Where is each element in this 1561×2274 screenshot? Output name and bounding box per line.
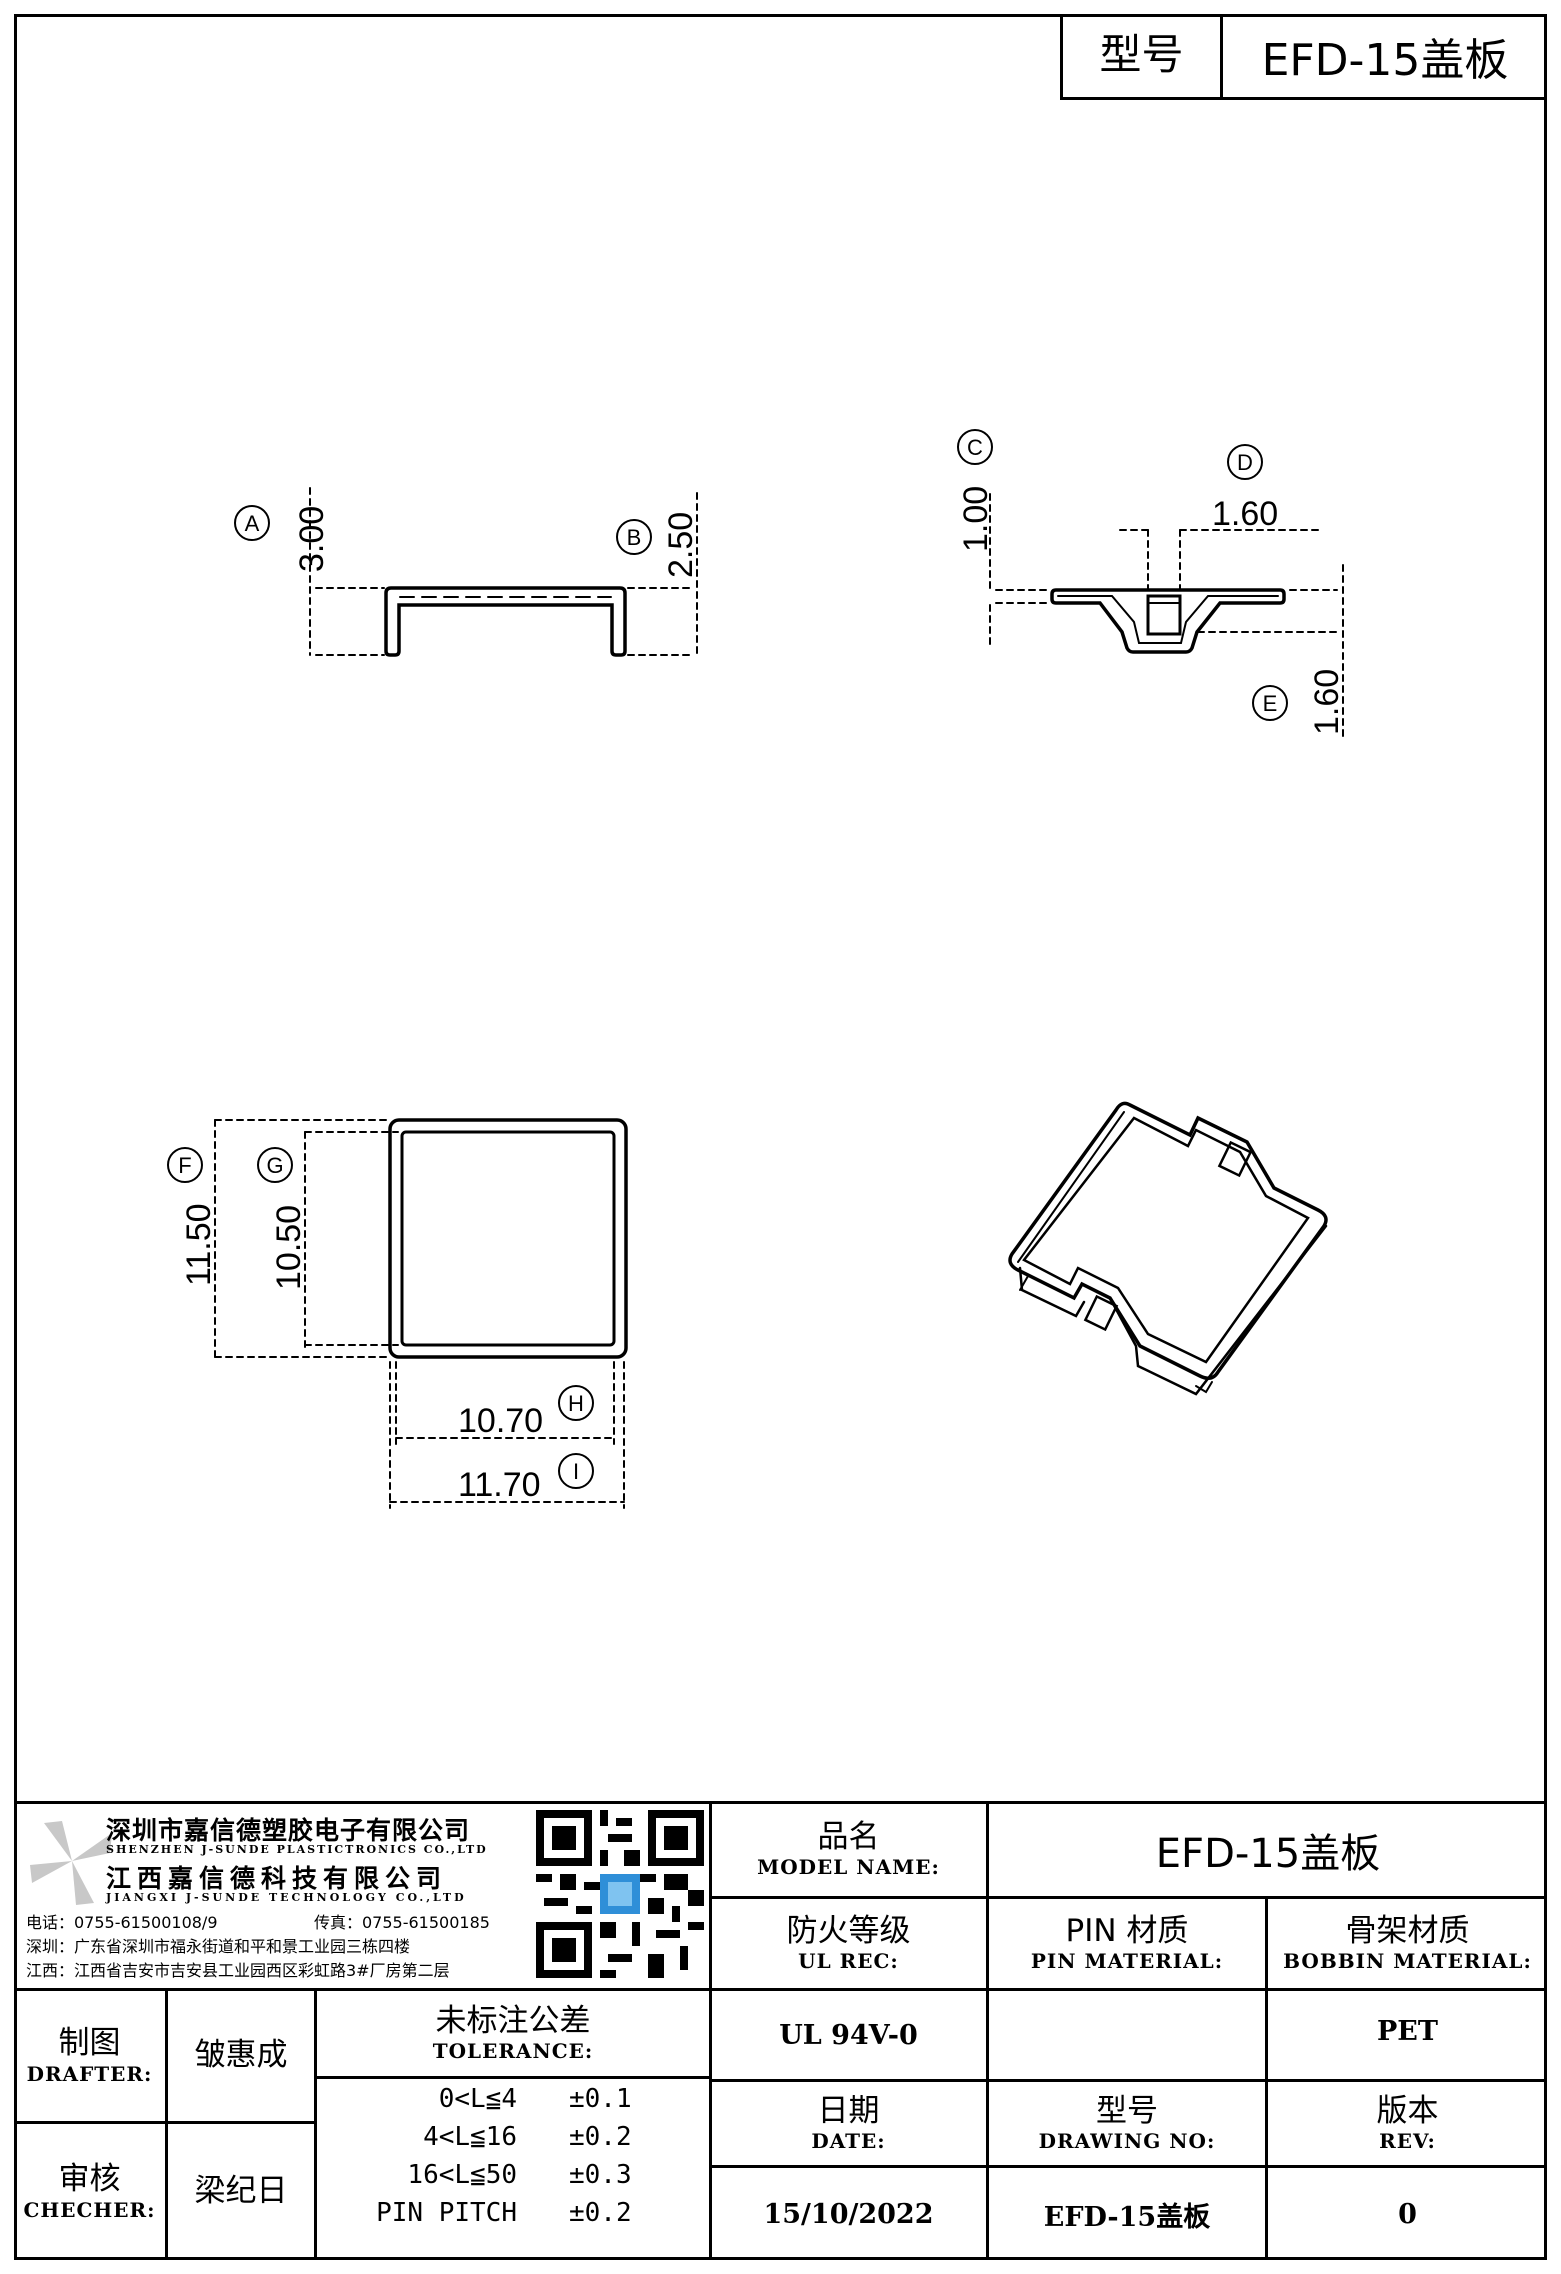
tolerance-row-value: ±0.2 [569, 2198, 632, 2228]
callout-g: G [266, 1153, 283, 1178]
dim-b-value: 2.50 [662, 512, 700, 578]
dim-c-value: 1.00 [957, 486, 995, 552]
tolerance-row-value: ±0.1 [569, 2084, 632, 2114]
bottom-title-block: 深圳市嘉信德塑胶电子有限公司 SHENZHEN J-SUNDE PLASTICT… [14, 1801, 1547, 2260]
technical-drawing: 3.00 2.50 1.00 1.60 1.60 11.50 10.50 10.… [167, 429, 1346, 1509]
top-view [214, 1118, 628, 1509]
callout-c: C [967, 435, 983, 460]
qr-code-icon [536, 1810, 704, 1978]
tolerance-row: 0<L≦4 [438, 2084, 517, 2114]
company-name-cn-1: 深圳市嘉信德塑胶电子有限公司 [106, 1816, 471, 1845]
drafter-label: 制图 DRAFTER: [26, 2025, 153, 2086]
drawing-no-value: EFD-15盖板 [1043, 2201, 1211, 2233]
checker-value: 梁纪日 [194, 2173, 288, 2210]
title-model-label: 型号 [1063, 14, 1223, 97]
side-view-front [309, 487, 698, 657]
tolerance-row: 4<L≦16 [423, 2122, 517, 2152]
callout-h: H [568, 1391, 584, 1416]
bobbin-material-label: 骨架材质 BOBBIN MATERIAL: [1283, 1912, 1532, 1974]
tolerance-row: PIN PITCH [376, 2198, 517, 2228]
callout-i: I [573, 1459, 579, 1484]
ul-rec-value: UL 94V-0 [779, 2019, 918, 2051]
callout-d: D [1237, 450, 1253, 475]
company-phone: 电话：0755-61500108/9 [26, 1913, 218, 1932]
callout-f: F [178, 1153, 191, 1178]
dim-f-value: 11.50 [180, 1203, 218, 1286]
tolerance-row: 16<L≦50 [407, 2160, 517, 2190]
callout-e: E [1263, 691, 1278, 716]
model-name-label: 品名 MODEL NAME: [757, 1818, 940, 1880]
title-model-value: EFD-15盖板 [1261, 34, 1509, 86]
isometric-view [1008, 1101, 1328, 1396]
drafter-value: 皱惠成 [194, 2037, 288, 2074]
dim-g-value: 10.50 [270, 1205, 308, 1290]
date-value: 15/10/2022 [763, 2198, 934, 2230]
bobbin-material-value: PET [1377, 2015, 1438, 2047]
tolerance-label: 未标注公差 TOLERANCE: [432, 2002, 594, 2064]
pin-material-label: PIN 材质 PIN MATERIAL: [1030, 1912, 1224, 1974]
pin-material-value [989, 1991, 1265, 2079]
model-name-value: EFD-15盖板 [1155, 1830, 1381, 1877]
title-block: 型号 EFD-15盖板 [1060, 14, 1547, 100]
company-logo-icon [30, 1821, 112, 1905]
checker-label: 审核 CHECHER: [23, 2161, 156, 2222]
tolerance-row-value: ±0.3 [569, 2160, 632, 2190]
dim-a-value: 3.00 [293, 506, 331, 572]
callout-b: B [627, 525, 642, 550]
company-address-jiangxi: 江西：江西省吉安市吉安县工业园西区彩虹路3#厂房第二层 [26, 1961, 450, 1980]
company-name-en-2: JIANGXI J-SUNDE TECHNOLOGY CO.,LTD [106, 1891, 467, 1904]
date-label: 日期 DATE: [811, 2092, 886, 2154]
dim-d-value: 1.60 [1212, 495, 1278, 533]
dim-h-value: 10.70 [458, 1402, 543, 1440]
drawing-frame [14, 14, 1547, 2260]
rev-label: 版本 REV: [1376, 2092, 1439, 2154]
side-view-section [989, 493, 1344, 741]
drawing-no-label: 型号 DRAWING NO: [1038, 2092, 1216, 2154]
company-fax: 传真：0755-61500185 [314, 1913, 490, 1932]
tolerance-table: 0<L≦4 ±0.1 4<L≦16 ±0.2 16<L≦50 ±0.3 PIN … [317, 2084, 709, 2256]
ul-rec-label: 防火等级 UL REC: [786, 1912, 911, 1974]
company-address-shenzhen: 深圳：广东省深圳市福永街道和平和景工业园三栋四楼 [26, 1937, 411, 1956]
dim-i-value: 11.70 [458, 1466, 541, 1504]
dim-e-value: 1.60 [1308, 669, 1346, 735]
callout-a: A [245, 511, 260, 536]
company-name-cn-2: 江西嘉信德科技有限公司 [106, 1864, 448, 1893]
company-name-en-1: SHENZHEN J-SUNDE PLASTICTRONICS CO.,LTD [106, 1843, 488, 1856]
tolerance-row-value: ±0.2 [569, 2122, 632, 2152]
rev-value: 0 [1398, 2198, 1417, 2230]
